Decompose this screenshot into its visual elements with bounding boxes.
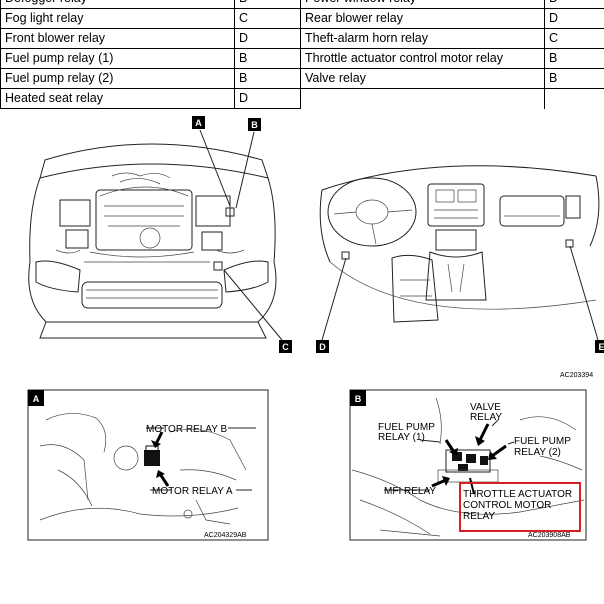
detail-a-figure-code: AC204329AB [204, 532, 247, 539]
valve-relay-label-line2: RELAY [470, 412, 502, 423]
detail-b-figure-code: AC203908AB [528, 532, 571, 539]
fuel-pump-relay-2-label-line2: RELAY (2) [514, 447, 561, 458]
dashboard-illustration [319, 165, 600, 341]
location-marker-b: B [248, 118, 261, 131]
location-marker-e: E [595, 340, 604, 353]
throttle-relay-label-line2: CONTROL MOTOR [463, 500, 551, 511]
detail-b-letter: B [355, 394, 362, 404]
location-marker-d: D [316, 340, 329, 353]
mfi-relay-label: MFI RELAY [384, 486, 436, 497]
svg-text:A: A [195, 118, 202, 128]
svg-text:C: C [282, 342, 289, 352]
engine-compartment-illustration [28, 129, 283, 341]
fuel-pump-relay-1-label-line2: RELAY (1) [378, 432, 425, 443]
relay-location-cell: D [234, 88, 301, 109]
relay-name-cell: Heated seat relay [0, 88, 235, 109]
svg-text:B: B [251, 120, 258, 130]
fuel-pump-relay-1-label-line1: FUEL PUMP [378, 422, 435, 433]
relay-name-cell: Theft-alarm horn relay [300, 28, 545, 49]
throttle-relay-highlight [459, 482, 581, 532]
relay-name-cell: Front blower relay [0, 28, 235, 49]
motor-relay-a-label: MOTOR RELAY A [152, 486, 233, 497]
relay-name-cell: Fog light relay [0, 8, 235, 29]
location-marker-a: A [192, 116, 205, 129]
motor-relay-b-label: MOTOR RELAY B [146, 424, 227, 435]
valve-relay-label-line1: VALVE [470, 402, 501, 413]
fuel-pump-relay-2-label-line1: FUEL PUMP [514, 436, 571, 447]
svg-text:E: E [598, 342, 604, 352]
throttle-relay-label-line3: RELAY [463, 511, 495, 522]
detail-a-panel: A MOTOR RELAY B MOTOR RELAY A AC204329AB [27, 389, 269, 541]
location-marker-c: C [279, 340, 292, 353]
overview-figure-code: AC203394 [560, 372, 593, 379]
svg-text:D: D [319, 342, 326, 352]
throttle-relay-label-line1: THROTTLE ACTUATOR [463, 489, 572, 500]
detail-b-panel: B VALVE RELAY FUEL PUMP RELAY (1) FUEL [349, 389, 587, 541]
relay-table-body: Defogger relayBPower window relayDFog li… [0, 0, 604, 109]
relay-table: Defogger relayBPower window relayDFog li… [0, 0, 604, 109]
detail-a-letter: A [33, 394, 40, 404]
